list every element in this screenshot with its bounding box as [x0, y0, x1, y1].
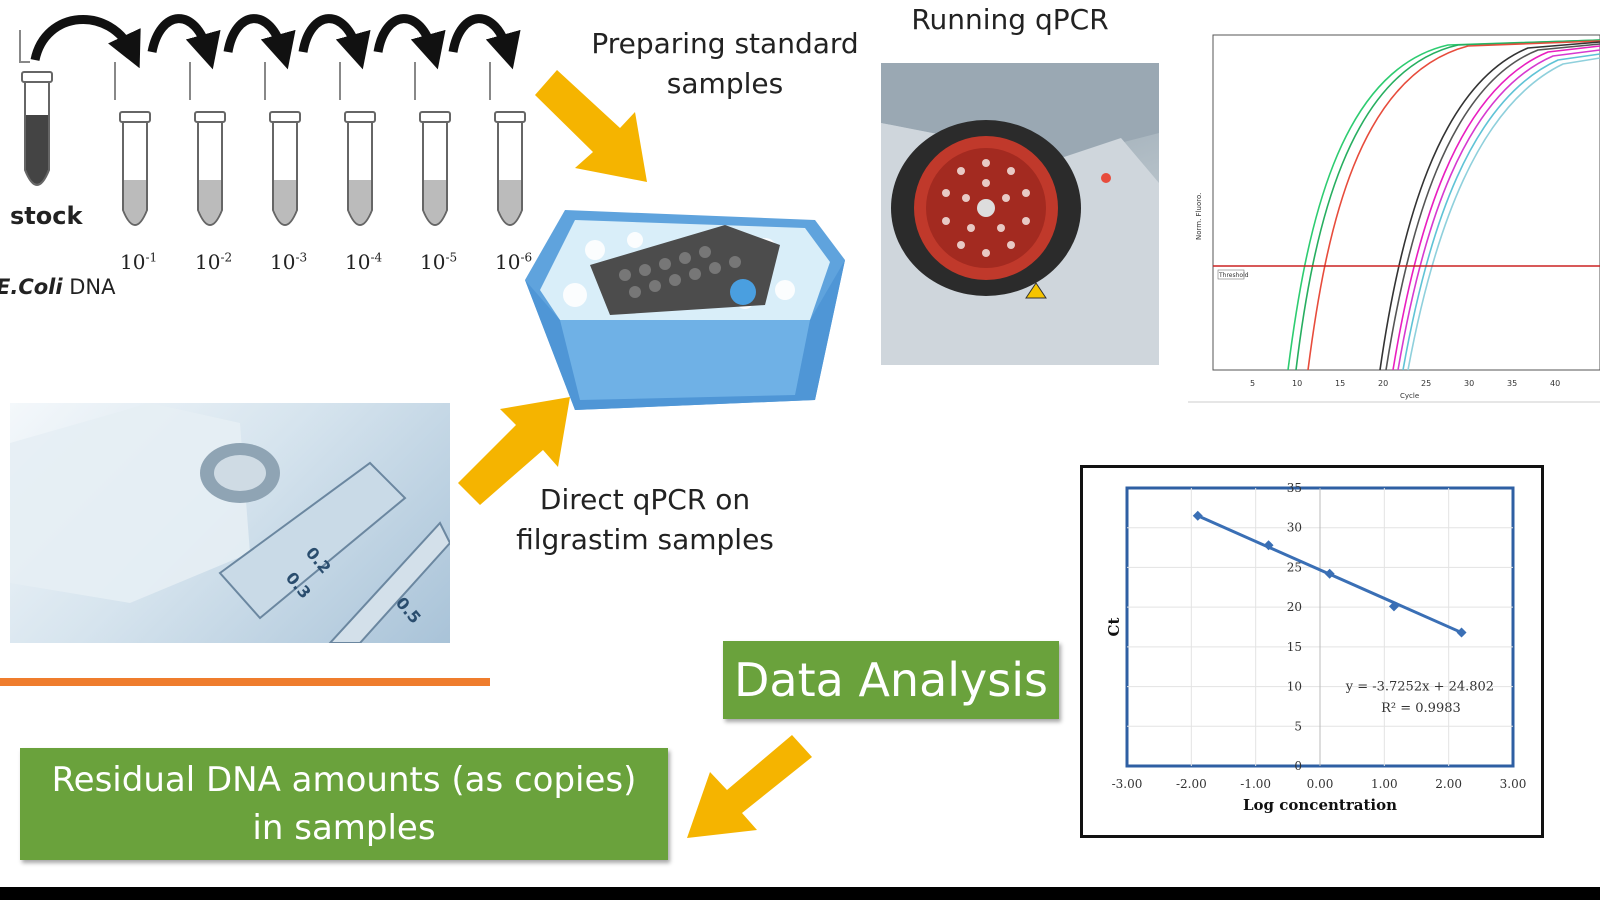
y-tick-label: 25 — [1287, 560, 1302, 574]
data-point — [1388, 601, 1399, 612]
data-points — [1192, 510, 1467, 638]
amp-y-label: Norm. Fluoro. — [1195, 193, 1203, 240]
y-tick-label: 10 — [1287, 680, 1302, 694]
x-tick-label: -2.00 — [1176, 777, 1207, 791]
direct-qpcr-label: Direct qPCR on filgrastim samples — [516, 483, 774, 556]
ecoli-dna-label: E.Coli DNA — [0, 275, 116, 299]
ecoli-suffix: DNA — [69, 275, 116, 299]
amp-x-tick-1: 5 — [1250, 379, 1255, 388]
arrow-to-result — [687, 735, 812, 838]
serial-dilution-illustration — [19, 14, 526, 226]
y-tick-label: 15 — [1287, 640, 1302, 654]
y-tick-label: 30 — [1287, 521, 1302, 535]
x-tick-label: 3.00 — [1500, 777, 1527, 791]
dilution-label-3: 10-3 — [270, 250, 308, 274]
threshold-label: Threshold — [1218, 272, 1249, 279]
standard-curve-chart: -3.00 -2.00 -1.00 0.00 1.00 2.00 3.00 0 5 10 15 20 2… — [1105, 481, 1527, 814]
dilution-label-4: 10-4 — [345, 250, 383, 274]
y-tick-label: 5 — [1294, 719, 1302, 733]
data-analysis-text: Data Analysis — [734, 653, 1048, 707]
dilution-label-6: 10-6 — [495, 250, 533, 274]
amp-x-tick-5: 25 — [1421, 379, 1431, 388]
y-tick-label: 35 — [1287, 481, 1302, 495]
amp-x-tick-7: 35 — [1507, 379, 1517, 388]
x-tick-label: -1.00 — [1240, 777, 1271, 791]
dilution-tubes — [114, 62, 526, 226]
data-analysis-box: Data Analysis — [723, 641, 1059, 719]
ecoli-species: E.Coli — [0, 275, 63, 299]
y-tick-label: 0 — [1294, 759, 1302, 773]
x-tick-label: 2.00 — [1435, 777, 1462, 791]
x-tick-label: -3.00 — [1112, 777, 1143, 791]
y-tick-label: 20 — [1287, 600, 1302, 614]
amp-x-tick-4: 20 — [1378, 379, 1388, 388]
r-squared-label: R² = 0.9983 — [1381, 701, 1461, 716]
stock-tube — [19, 30, 53, 186]
dilution-arrows — [30, 14, 521, 70]
amplification-curves — [1287, 39, 1600, 371]
dilution-label-2: 10-2 — [195, 250, 233, 274]
trendline-equation: y = -3.7252x + 24.802 — [1345, 680, 1494, 695]
arrow-to-icebox-top — [535, 70, 647, 182]
amp-x-label: Cycle — [1400, 392, 1419, 400]
bottom-bar — [0, 887, 1600, 900]
x-tick-label: 1.00 — [1371, 777, 1398, 791]
preparing-standard-label: Preparing standard samples — [591, 27, 859, 100]
data-point — [1456, 627, 1467, 638]
amplification-plot: Threshold 5 10 15 20 25 30 35 40 Cycle N… — [1188, 30, 1600, 405]
grid-lines — [1127, 488, 1513, 766]
running-qpcr-label: Running qPCR — [911, 3, 1109, 36]
ice-box-illustration — [525, 210, 845, 410]
amp-x-tick-8: 40 — [1550, 379, 1560, 388]
data-point — [1192, 510, 1203, 521]
axis-ticks: -3.00 -2.00 -1.00 0.00 1.00 2.00 3.00 0 5 10 15 20 2… — [1112, 481, 1527, 791]
amp-x-tick-6: 30 — [1464, 379, 1474, 388]
amp-x-tick-3: 15 — [1335, 379, 1345, 388]
residual-dna-box: Residual DNA amounts (as copies) in samp… — [20, 748, 668, 860]
y-axis-label: Ct — [1105, 617, 1123, 636]
arrow-to-icebox-bottom — [458, 397, 570, 505]
dilution-label-1: 10-1 — [120, 250, 158, 274]
dilution-label-5: 10-5 — [420, 250, 458, 274]
qpcr-machine-photo — [881, 63, 1159, 365]
amp-x-tick-2: 10 — [1292, 379, 1302, 388]
data-point — [1263, 540, 1274, 551]
x-axis-label: Log concentration — [1243, 796, 1397, 814]
data-point — [1324, 568, 1335, 579]
standard-curve-chart-frame: -3.00 -2.00 -1.00 0.00 1.00 2.00 3.00 0 5 10 15 20 2… — [1080, 465, 1544, 838]
x-tick-label: 0.00 — [1307, 777, 1334, 791]
residual-dna-text: Residual DNA amounts (as copies) in samp… — [51, 760, 637, 848]
stock-label: stock — [10, 202, 83, 230]
filgrastim-vials-photo: 0.2 0.3 0.5 — [10, 403, 450, 643]
separator-line — [0, 678, 490, 686]
